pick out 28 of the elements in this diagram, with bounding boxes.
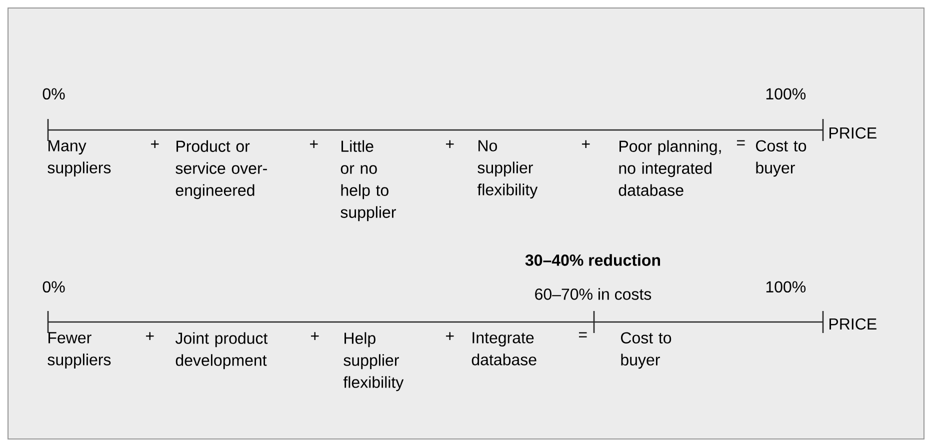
operator-sign: +: [446, 140, 454, 148]
operator-sign: +: [151, 140, 159, 148]
result-text: Cost to buyer: [756, 140, 806, 177]
operator-sign: +: [310, 140, 318, 148]
factor-text: Little or no help to supplier: [340, 140, 396, 222]
operator-sign: =: [578, 332, 587, 338]
factor-text: Poor planning, no integrated database: [618, 140, 721, 196]
result-text: Cost to buyer: [621, 332, 672, 369]
factor-text: Joint product development: [175, 332, 268, 370]
percent-label: 100%: [766, 88, 806, 100]
factor-text: Fewer suppliers: [48, 332, 111, 369]
axis-label: PRICE: [830, 127, 876, 139]
factor-text: No supplier flexibility: [477, 140, 538, 199]
factor-text: Integrate database: [472, 332, 536, 366]
percent-label: 0%: [42, 281, 65, 293]
reduction-text: 60–70% in costs: [535, 288, 652, 300]
operator-sign: +: [146, 332, 154, 340]
operator-sign: +: [582, 140, 590, 148]
factor-text: Product or service over-engineered: [176, 140, 267, 200]
operator-sign: +: [311, 332, 319, 340]
percent-label: 0%: [42, 88, 65, 100]
factor-text: Help supplier flexibility: [343, 332, 404, 392]
percent-label: 100%: [766, 281, 806, 293]
operator-sign: +: [446, 332, 454, 340]
axis-label: PRICE: [830, 318, 876, 330]
factor-text: Many suppliers: [48, 140, 111, 177]
reduction-heading: 30–40% reduction: [525, 254, 660, 266]
operator-sign: =: [736, 140, 745, 146]
